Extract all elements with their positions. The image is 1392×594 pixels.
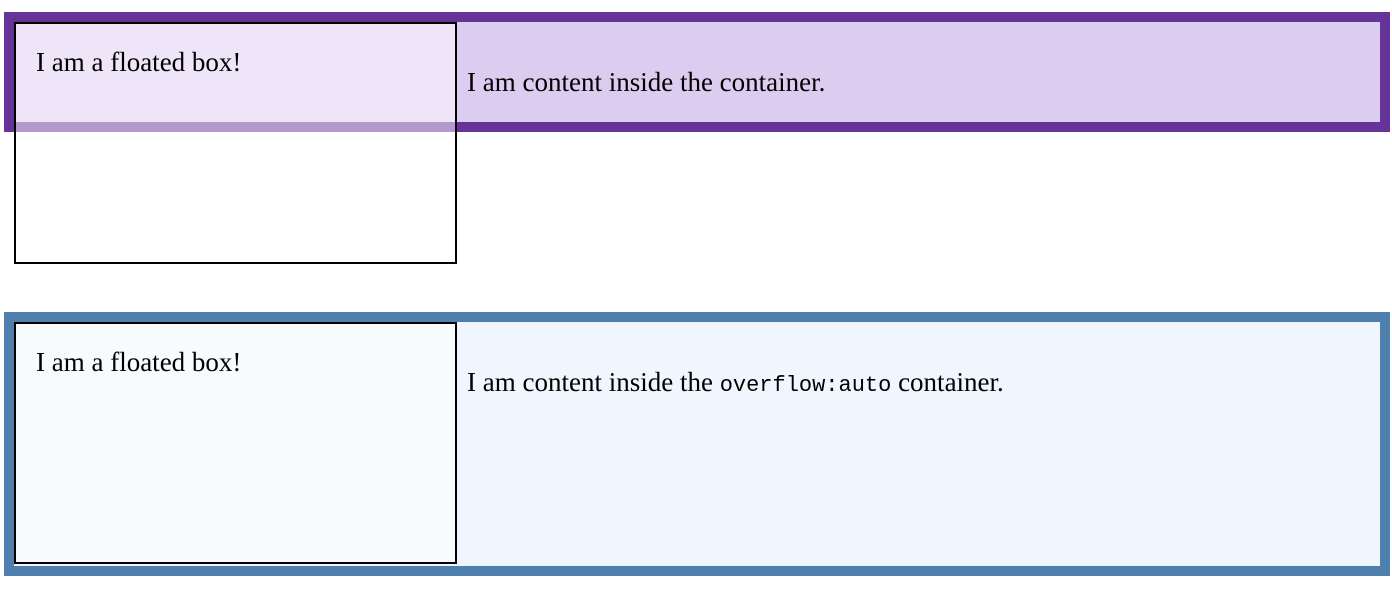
container-text-before: I am content inside the <box>467 367 720 397</box>
floated-box: I am a floated box! <box>14 22 457 264</box>
overflow-auto-code: overflow:auto <box>719 373 892 398</box>
floated-box-text: I am a floated box! <box>36 47 242 77</box>
container-content-text: I am content inside the container. <box>467 67 826 97</box>
container-content-text: I am content inside the overflow:auto co… <box>467 366 1004 402</box>
floated-box-text: I am a floated box! <box>36 347 242 377</box>
container-text-after: container. <box>891 367 1004 397</box>
floated-box: I am a floated box! <box>14 322 457 564</box>
